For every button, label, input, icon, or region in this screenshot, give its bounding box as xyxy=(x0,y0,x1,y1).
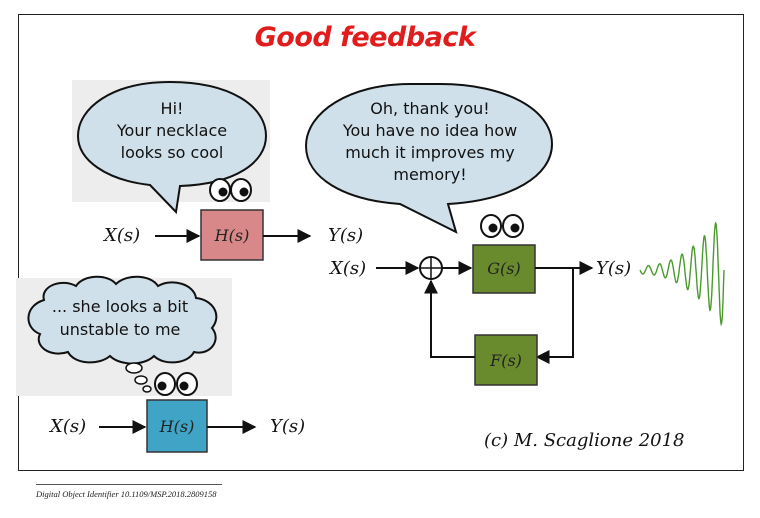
bubble-left-line-2: Your necklace xyxy=(116,121,227,140)
bottom-input-label: X(s) xyxy=(48,416,86,437)
diagram-top: X(s) H(s) Y(s) xyxy=(102,209,363,261)
summing-junction-icon xyxy=(419,256,443,280)
thought-bubble: ... she looks a bit unstable to me xyxy=(16,275,232,396)
bubble-right-line-3: much it improves my xyxy=(345,143,515,162)
fb-output-label: Y(s) xyxy=(596,258,631,279)
figure-title: Good feedback xyxy=(254,22,476,53)
thought-dot-medium xyxy=(134,375,148,385)
thought-cloud-shape xyxy=(27,275,218,365)
thought-line-2: unstable to me xyxy=(60,320,181,339)
doi-rule xyxy=(36,484,222,485)
bubble-right-line-1: Oh, thank you! xyxy=(370,99,489,118)
speech-bubble-right: Oh, thank you! You have no idea how much… xyxy=(304,83,554,234)
f-block xyxy=(474,334,538,386)
diagram-bottom: X(s) H(s) Y(s) xyxy=(48,399,305,453)
diagram-feedback: X(s) G(s) Y(s) F(s) xyxy=(328,221,725,386)
f-block-label: F(s) xyxy=(489,351,522,370)
bubble-shape xyxy=(304,83,554,234)
eyes-icon-bottom-h xyxy=(154,372,198,396)
g-block-label: G(s) xyxy=(487,259,520,278)
eyes-icon-g xyxy=(480,214,524,238)
thought-line-1: ... she looks a bit xyxy=(52,297,188,316)
bottom-h-block xyxy=(146,399,208,453)
bottom-h-block-label: H(s) xyxy=(159,417,195,436)
g-block xyxy=(472,244,536,294)
top-output-label: Y(s) xyxy=(328,225,363,246)
bubble-right-line-2: You have no idea how xyxy=(342,121,517,140)
signature-text: (c) M. Scaglione 2018 xyxy=(484,430,685,451)
feedback-path-out xyxy=(535,268,574,364)
bubble-left-line-1: Hi! xyxy=(161,99,184,118)
eyes-icon-top-h xyxy=(209,178,252,202)
thought-dot-large xyxy=(125,362,143,374)
top-input-label: X(s) xyxy=(102,225,140,246)
doi-text: Digital Object Identifier 10.1109/MSP.20… xyxy=(36,489,217,499)
bubble-left-line-3: looks so cool xyxy=(121,143,224,162)
thought-dot-small xyxy=(142,385,152,393)
bubble-right-line-4: memory! xyxy=(393,165,466,184)
oscillation-signal xyxy=(639,221,725,327)
bottom-output-label: Y(s) xyxy=(270,416,305,437)
top-h-block-label: H(s) xyxy=(214,226,250,245)
feedback-path-in xyxy=(424,279,475,358)
figure-frame xyxy=(18,14,744,471)
fb-input-label: X(s) xyxy=(328,258,366,279)
